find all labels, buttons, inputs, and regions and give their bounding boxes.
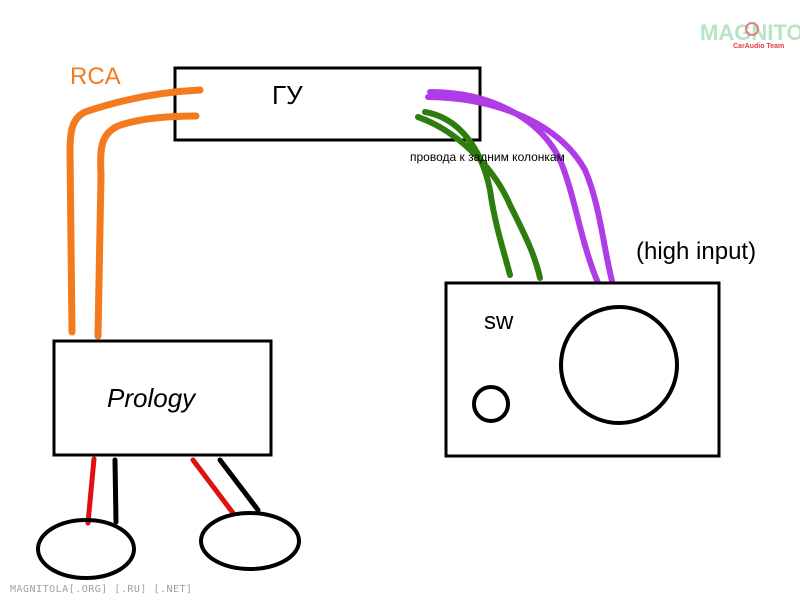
watermark-logo: MAGNITOLA CarAudio Team: [700, 20, 800, 50]
amplifier-label: Prology: [107, 383, 197, 413]
watermark-logo-icon: [745, 22, 759, 36]
speaker-wire-left-black: [112, 457, 119, 525]
subwoofer-box: [444, 281, 721, 458]
high-input-label: (high input): [636, 238, 756, 265]
rear-wire-green-2: [415, 114, 543, 281]
rear-speaker-wires: [415, 89, 615, 286]
right-speaker-icon: [199, 511, 301, 571]
speaker-wire-right-black: [217, 457, 261, 513]
speaker-wire-left-red: [85, 456, 97, 526]
subwoofer-label: sw: [484, 308, 514, 335]
watermark-footer: MAGNITOLA[.ORG] [.RU] [.NET]: [10, 584, 193, 595]
rear-wires-label: провода к задним колонкам: [410, 150, 565, 164]
speaker-wire-right-red: [190, 457, 236, 516]
rear-wire-green-1: [422, 109, 513, 278]
rca-cable-2: [94, 112, 200, 340]
rca-cable-1: [66, 86, 204, 336]
watermark-sub: CarAudio Team: [733, 43, 784, 50]
subwoofer-port-icon: [472, 385, 510, 423]
rear-wire-purple-2: [425, 94, 615, 284]
amplifier-box: [52, 339, 273, 457]
left-speaker-icon: [36, 518, 136, 580]
rca-cables: [66, 86, 204, 340]
head-unit-label: ГУ: [272, 80, 303, 110]
rca-label: RCA: [70, 63, 121, 90]
subwoofer-speaker-icon: [559, 305, 679, 425]
head-unit-box: [173, 66, 482, 142]
speaker-wires: [85, 456, 261, 526]
rear-wire-purple-1: [427, 89, 601, 286]
